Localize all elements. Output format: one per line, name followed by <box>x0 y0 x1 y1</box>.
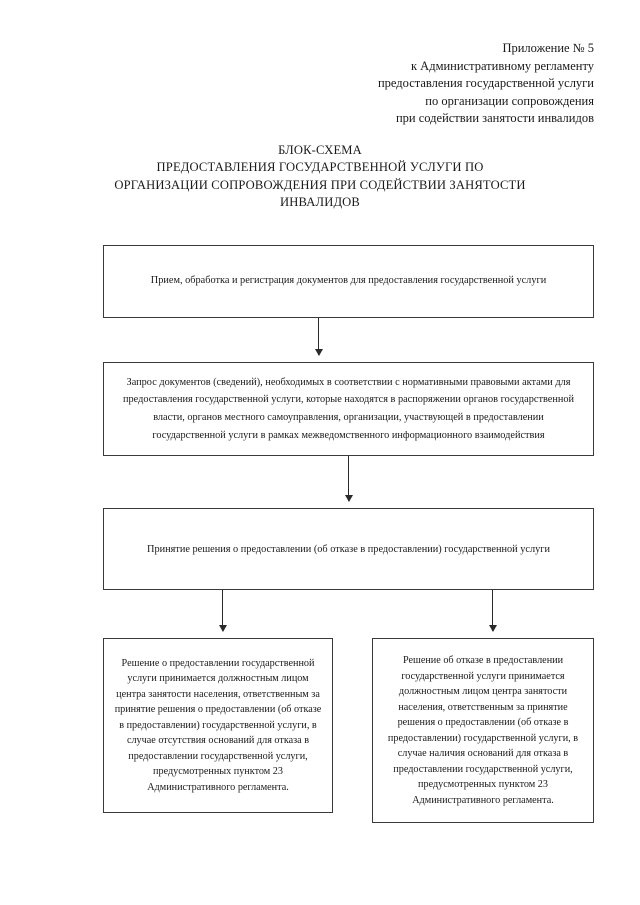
page-title: БЛОК-СХЕМА ПРЕДОСТАВЛЕНИЯ ГОСУДАРСТВЕННО… <box>20 142 620 212</box>
page-title-line-4: ИНВАЛИДОВ <box>280 195 360 210</box>
arrow-decision-to-grant <box>222 590 223 631</box>
appendix-reference-line-5: при содействии занятости инвалидов <box>395 111 594 126</box>
appendix-reference-line-3: предоставления государственной услуги <box>377 76 594 91</box>
appendix-reference-block: Приложение № 5 к Административному регла… <box>300 40 594 128</box>
flow-node-refuse: Решение об отказе в предоставлении госуд… <box>372 638 594 823</box>
flow-node-intake-text: Прием, обработка и регистрация документо… <box>150 275 547 287</box>
flow-node-refuse-text: Решение об отказе в предоставлении госуд… <box>387 655 579 806</box>
arrow-decision-to-refuse <box>492 590 493 631</box>
appendix-reference-line-4: по организации сопровождения <box>425 93 594 108</box>
flow-node-grant: Решение о предоставлении государственной… <box>103 638 333 813</box>
flow-node-grant-text: Решение о предоставлении государственной… <box>114 657 322 793</box>
flow-node-request-text: Запрос документов (сведений), необходимы… <box>123 376 574 441</box>
appendix-reference-line-1: Приложение № 5 <box>502 41 594 55</box>
arrow-intake-to-request <box>318 318 319 355</box>
flow-node-intake: Прием, обработка и регистрация документо… <box>103 245 594 318</box>
page-title-line-2: ПРЕДОСТАВЛЕНИЯ ГОСУДАРСТВЕННОЙ УСЛУГИ ПО <box>156 160 484 175</box>
flow-node-request: Запрос документов (сведений), необходимы… <box>103 362 594 456</box>
arrow-request-to-decision <box>348 456 349 501</box>
page-title-line-1: БЛОК-СХЕМА <box>278 143 362 157</box>
flow-node-decision: Принятие решения о предоставлении (об от… <box>103 508 594 590</box>
flow-node-decision-text: Принятие решения о предоставлении (об от… <box>147 543 550 555</box>
appendix-reference-line-2: к Административному регламенту <box>410 58 594 73</box>
page-title-line-3: ОРГАНИЗАЦИИ СОПРОВОЖДЕНИЯ ПРИ СОДЕЙСТВИИ… <box>114 177 526 192</box>
